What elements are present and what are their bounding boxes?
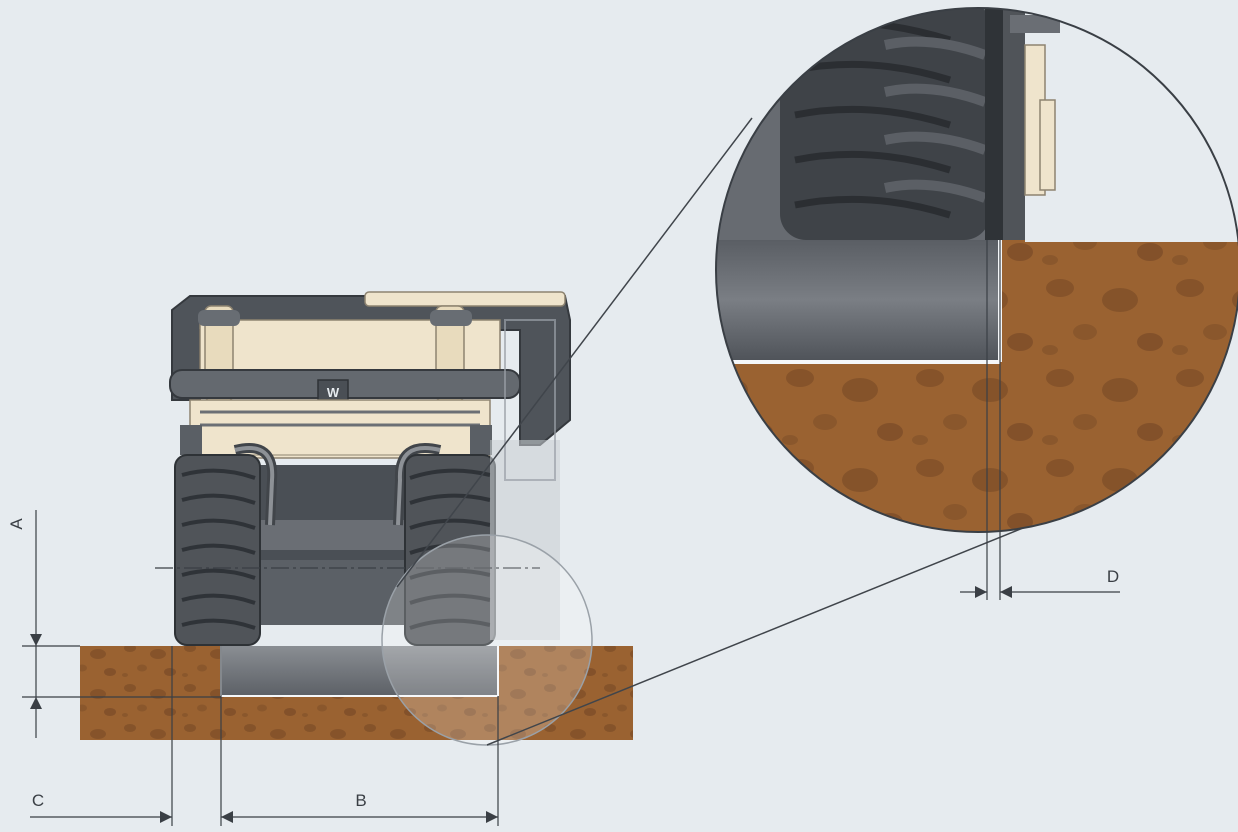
label-c: C bbox=[32, 791, 44, 810]
detail-circle-small bbox=[381, 534, 593, 746]
tangent-line-lower bbox=[486, 512, 1061, 746]
magnified-detail-circle bbox=[715, 7, 1238, 533]
label-d: D bbox=[1107, 567, 1119, 586]
logo-badge: W bbox=[327, 385, 340, 400]
tangent-line-upper bbox=[396, 117, 753, 588]
dimension-d: D bbox=[960, 240, 1120, 600]
dimension-b: B bbox=[220, 646, 499, 826]
compact-excavator-front-view: W bbox=[169, 291, 571, 646]
dimension-c: C bbox=[30, 646, 173, 826]
dimension-a: A bbox=[7, 510, 221, 738]
label-a: A bbox=[7, 518, 26, 530]
label-b: B bbox=[355, 791, 366, 810]
